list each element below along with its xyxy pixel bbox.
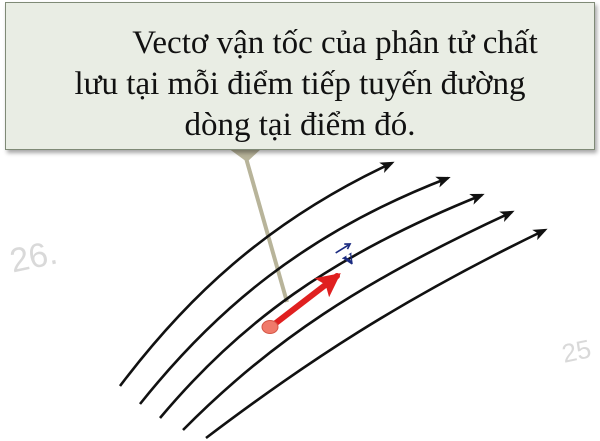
callout-line-1: Vectơ vận tốc của phân tử chất xyxy=(132,25,538,61)
callout-line-3: dòng tại điểm đó. xyxy=(184,107,416,143)
callout-pointer-line xyxy=(244,157,289,303)
streamline-5 xyxy=(205,228,548,440)
streamline-3 xyxy=(159,193,485,419)
callout-box: Vectơ vận tốc của phân tử chất lưu tại m… xyxy=(5,2,595,150)
streamline-1 xyxy=(118,161,395,387)
vector-label: v xyxy=(335,243,359,271)
fluid-particle xyxy=(261,320,279,334)
vector-arrow-icon xyxy=(335,243,352,254)
callout-line-2: lưu tại mỗi điểm tiếp tuyến đường xyxy=(74,66,526,102)
streamline-2 xyxy=(138,176,451,405)
velocity-vector-arrow xyxy=(269,273,341,329)
callout-pointer-base xyxy=(228,148,262,162)
streamline-4 xyxy=(182,210,515,431)
